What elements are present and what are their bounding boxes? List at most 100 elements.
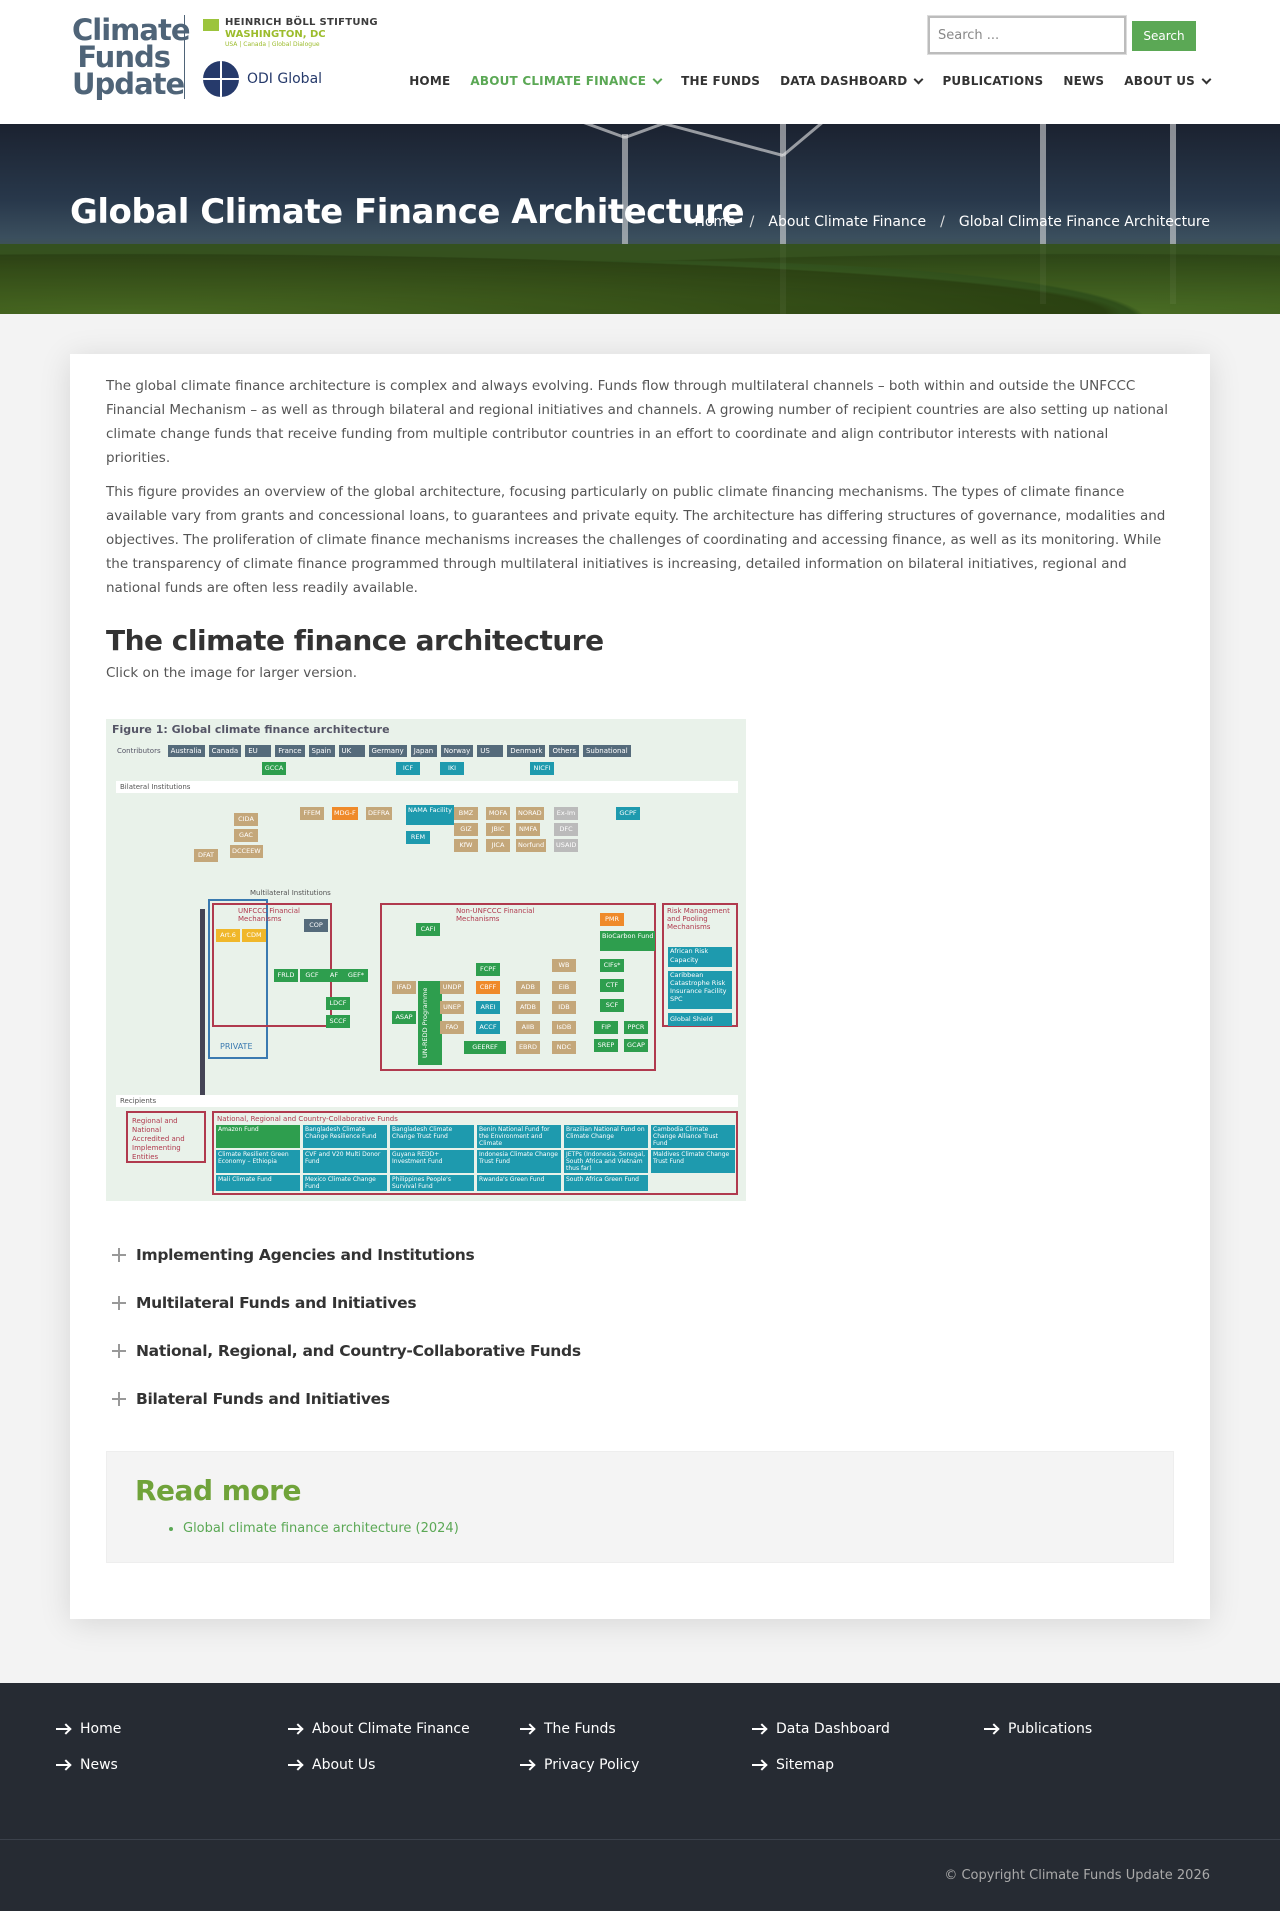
national-fund-box: JETPs (Indonesia, Senegal, South Africa … — [564, 1150, 648, 1173]
logo-line: Update — [72, 66, 185, 101]
footer-link-publications[interactable]: Publications — [984, 1721, 1216, 1737]
figure-box: GEEREF — [464, 1041, 506, 1054]
figure-box: AIIB — [516, 1021, 540, 1034]
accordion-item[interactable]: Multilateral Funds and Initiatives — [106, 1279, 1174, 1327]
figure-box: CTF — [600, 979, 624, 992]
nav-item-home[interactable]: HOME — [409, 74, 450, 88]
breadcrumb-home[interactable]: Home — [694, 214, 736, 230]
figure-box: ACCF — [476, 1021, 500, 1034]
risk-panel: Risk Management and Pooling Mechanisms — [662, 903, 738, 1027]
figure-box: IsDB — [552, 1021, 576, 1034]
nav-item-publications[interactable]: PUBLICATIONS — [942, 74, 1043, 88]
hbs-mark-icon — [203, 19, 219, 31]
non-unfccc-label: Non-UNFCCC Financial Mechanisms — [456, 907, 535, 923]
figure-box: IFAD — [392, 981, 416, 994]
architecture-figure[interactable]: Figure 1: Global climate finance archite… — [106, 719, 746, 1201]
hbs-logo: HEINRICH BÖLL STIFTUNG WASHINGTON, DC US… — [203, 17, 378, 49]
footer-link-data-dashboard[interactable]: Data Dashboard — [752, 1721, 984, 1737]
cfu-logo-text: Climate Funds Update — [72, 12, 190, 101]
nav-item-about-climate-finance[interactable]: ABOUT CLIMATE FINANCE — [470, 74, 663, 88]
figure-box: DEFRA — [366, 807, 392, 820]
national-fund-box: Benin National Fund for the Environment … — [477, 1125, 561, 1148]
national-fund-box: CVF and V20 Multi Donor Fund — [303, 1150, 387, 1173]
search-input[interactable] — [927, 15, 1127, 55]
breadcrumb-current: Global Climate Finance Architecture — [958, 214, 1210, 230]
logo-line: Climate — [72, 12, 190, 47]
footer-link-privacy-policy[interactable]: Privacy Policy — [520, 1757, 752, 1773]
nav-item-the-funds[interactable]: THE FUNDS — [681, 74, 760, 88]
figure-box: GAC — [234, 829, 258, 842]
copyright-text: © Copyright Climate Funds Update 2026 — [944, 1868, 1210, 1883]
footer-link-label: Privacy Policy — [544, 1757, 640, 1773]
figure-box: AREI — [476, 1001, 500, 1014]
figure-box: FFEM — [300, 807, 324, 820]
nav-item-data-dashboard[interactable]: DATA DASHBOARD — [780, 74, 924, 88]
footer-link-news[interactable]: News — [56, 1757, 288, 1773]
site-header: Climate Funds Update HEINRICH BÖLL STIFT… — [0, 0, 1280, 124]
figure-box: DFAT — [194, 849, 218, 862]
site-logo[interactable]: Climate Funds Update HEINRICH BÖLL STIFT… — [72, 14, 378, 100]
plus-icon — [112, 1248, 126, 1262]
accordion-item[interactable]: Implementing Agencies and Institutions — [106, 1231, 1174, 1279]
chevron-down-icon — [913, 74, 924, 84]
figure-box: GEF* — [344, 969, 368, 982]
figure-box: DCCEEW — [230, 845, 263, 858]
figure-box: FCPF — [476, 963, 500, 976]
nav-item-news[interactable]: NEWS — [1063, 74, 1104, 88]
risk-fund-box: Caribbean Catastrophe Risk Insurance Fac… — [668, 971, 732, 1009]
figure-box: BioCarbon Fund — [600, 931, 656, 951]
footer-link-sitemap[interactable]: Sitemap — [752, 1757, 984, 1773]
odi-name: ODI Global — [247, 71, 323, 87]
turbine-blade — [637, 124, 784, 157]
figure-box: EBRD — [516, 1041, 540, 1054]
figure-box: COP — [304, 919, 328, 932]
accordion-item[interactable]: Bilateral Funds and Initiatives — [106, 1375, 1174, 1423]
arrow-right-icon — [984, 1728, 998, 1730]
chevron-down-icon — [1201, 74, 1212, 84]
footer-link-about-us[interactable]: About Us — [288, 1757, 520, 1773]
wind-turbine-image — [1040, 124, 1046, 304]
figure-box: ICF — [396, 762, 420, 775]
accordion-item[interactable]: National, Regional, and Country-Collabor… — [106, 1327, 1174, 1375]
figure-box: ADB — [516, 981, 540, 994]
footer-link-home[interactable]: Home — [56, 1721, 288, 1737]
figure-box: CDM — [242, 929, 266, 942]
article-card: The global climate finance architecture … — [70, 354, 1210, 1619]
arrow-right-icon — [56, 1728, 70, 1730]
figure-box: NORAD — [516, 807, 544, 820]
footer-link-label: The Funds — [544, 1721, 616, 1737]
search-button[interactable]: Search — [1132, 21, 1196, 51]
read-more-link[interactable]: Global climate finance architecture (202… — [183, 1521, 1145, 1536]
nav-item-label: ABOUT US — [1124, 74, 1195, 88]
breadcrumb-separator: / — [749, 214, 755, 230]
breadcrumb-about-climate-finance[interactable]: About Climate Finance — [768, 214, 927, 230]
footer-link-about-climate-finance[interactable]: About Climate Finance — [288, 1721, 520, 1737]
footer-link-label: Data Dashboard — [776, 1721, 890, 1737]
arrow-right-icon — [520, 1764, 534, 1766]
overview-paragraph: This figure provides an overview of the … — [106, 484, 1166, 596]
figure-box: AfDB — [516, 1001, 540, 1014]
figure-box: GCPF — [616, 807, 640, 820]
unfccc-panel: UNFCCC Financial Mechanisms — [212, 903, 332, 1027]
figure-box: KfW — [454, 839, 478, 852]
nav-item-about-us[interactable]: ABOUT US — [1124, 74, 1212, 88]
nav-item-label: DATA DASHBOARD — [780, 74, 908, 88]
figure-box: EIB — [552, 981, 576, 994]
figure-box: CIFs* — [600, 959, 624, 972]
contributor-box: Spain — [308, 745, 335, 757]
footer-link-label: Publications — [1008, 1721, 1093, 1737]
figure-box: CBFF — [476, 981, 500, 994]
footer-link-the-funds[interactable]: The Funds — [520, 1721, 752, 1737]
figure-box: PMR — [600, 913, 624, 926]
figure-box: BMZ — [454, 807, 478, 820]
national-fund-box: Philippines People's Survival Fund — [390, 1175, 474, 1191]
figure-box: GIZ — [454, 823, 478, 836]
footer-link-label: News — [80, 1757, 118, 1773]
figure-box: JBIC — [486, 823, 510, 836]
figure-box: IKI — [440, 762, 464, 775]
accordion-label: National, Regional, and Country-Collabor… — [136, 1342, 581, 1360]
wind-turbine-image — [622, 134, 628, 244]
figure-box: Ex-Im — [554, 807, 578, 820]
